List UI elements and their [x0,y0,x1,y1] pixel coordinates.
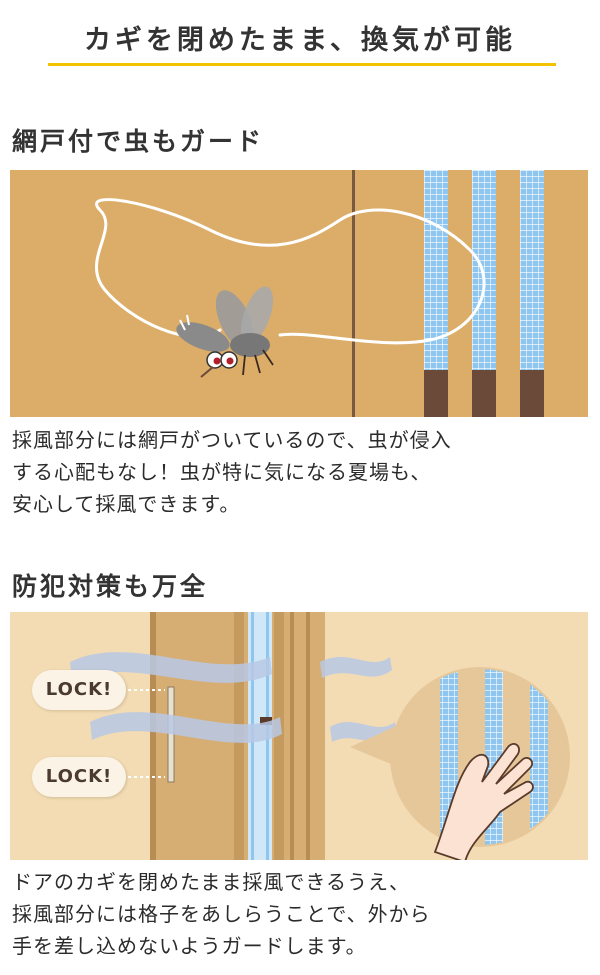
section-body-security: ドアのカギを閉めたまま採風できるうえ、 採風部分には格子をあしらうことで、外から… [12,866,431,962]
section-body-insect-guard: 採風部分には網戸がついているので、虫が侵入 する心配もなし！虫が特に気になる夏場… [12,424,452,520]
body-line: 手を差し込めないようガードします。 [12,934,367,958]
door-seam [352,170,355,417]
lock-label-upper: LOCK! [32,670,126,710]
airflow-icon [70,652,397,743]
insect-screen-illustration [10,170,588,417]
lock-label-lower: LOCK! [32,757,126,797]
insect-screen-svg [10,170,588,417]
security-svg [10,612,588,860]
security-illustration: LOCK! LOCK! [10,612,588,860]
section-heading-security: 防犯対策も万全 [12,572,209,601]
body-line: 採風部分には格子をあしらうことで、外から [12,902,431,926]
body-line: ドアのカギを閉めたまま採風できるうえ、 [12,870,410,894]
body-line: する心配もなし！虫が特に気になる夏場も、 [12,460,432,484]
flight-path [95,198,486,345]
hand-icon [433,743,534,860]
mosquito-icon [176,286,274,378]
title-underline [48,63,556,66]
screen-bars [424,170,544,417]
body-line: 安心して採風できます。 [12,492,241,516]
body-line: 採風部分には網戸がついているので、虫が侵入 [12,428,452,452]
page-title: カギを閉めたまま、換気が可能 [83,25,517,56]
section-heading-insect-guard: 網戸付で虫もガード [12,127,265,156]
